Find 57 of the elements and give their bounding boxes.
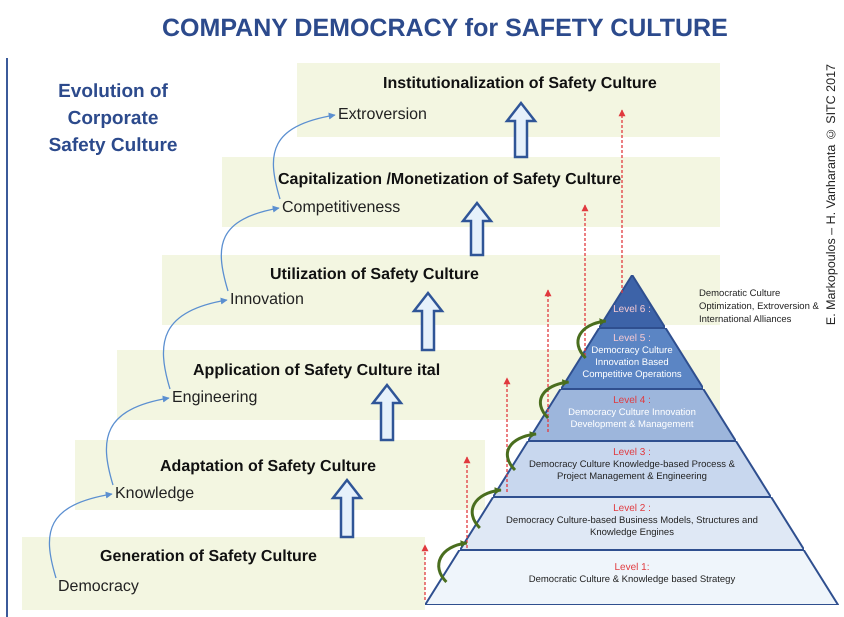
curved-arrow	[470, 488, 502, 529]
curved-arrow	[506, 432, 537, 471]
step-heading: Application of Safety Culture ital	[193, 362, 440, 380]
stage-label: Innovation	[230, 291, 304, 309]
stage-label: Knowledge	[115, 485, 194, 503]
step-heading: Generation of Safety Culture	[100, 548, 317, 566]
level-label: Level 1:	[613, 562, 650, 574]
stage-label: Democracy	[58, 578, 139, 596]
credit-note: E. Markopoulos – H. Vanharanta © SITC 2017	[824, 64, 838, 326]
level-label: Level 5 :	[612, 333, 652, 345]
level-description: Democracy Culture-based Business Models, Structures and Knowledge Engines	[505, 515, 759, 539]
dashed-arrow	[544, 289, 552, 432]
curved-arrow	[272, 112, 336, 200]
block-arrow	[411, 290, 445, 352]
curved-arrow	[220, 206, 280, 292]
level-description: Democracy Culture Innovation Based Competitive Operations	[581, 345, 683, 381]
level-description: Democracy Culture Knowledge-based Process & Project Management & Engineering	[528, 459, 736, 483]
stage-label: Competitiveness	[282, 199, 400, 217]
curved-arrow	[48, 492, 113, 578]
step-band	[75, 440, 485, 510]
level-label: Level 3 :	[612, 447, 652, 459]
level-description: Democratic Culture & Knowledge based Strategy	[528, 574, 736, 586]
step-heading: Adaptation of Safety Culture	[160, 458, 376, 476]
pyramid-level	[528, 389, 736, 441]
block-arrow	[504, 100, 538, 158]
diagram-title: COMPANY DEMOCRACY for SAFETY CULTURE	[162, 14, 728, 43]
pyramid-level	[460, 497, 804, 550]
level-caption: Democratic Culture Optimization, Extroversion & International Alliances	[699, 287, 820, 326]
level-description: Democracy Culture Innovation Development & Management	[567, 407, 697, 431]
step-heading: Capitalization /Monetization of Safety Culture	[278, 171, 622, 189]
curved-arrow	[162, 298, 228, 390]
block-arrow	[370, 382, 404, 442]
step-band	[22, 537, 425, 610]
dashed-arrow	[504, 377, 510, 492]
stage-label: Extroversion	[338, 106, 427, 124]
level-label: Level 4 :	[612, 395, 652, 407]
pyramid-level	[425, 550, 839, 605]
step-heading: Institutionalization of Safety Culture	[383, 75, 657, 93]
step-heading: Utilization of Safety Culture	[270, 266, 479, 284]
stage-label: Engineering	[172, 389, 258, 407]
step-band	[222, 157, 720, 227]
level-label: Level 2 :	[612, 503, 652, 515]
block-arrow	[330, 478, 364, 538]
curved-arrow	[437, 540, 468, 583]
pyramid-level	[493, 441, 771, 497]
dashed-arrow	[582, 204, 588, 356]
curved-arrow	[538, 380, 570, 419]
pyramid-level	[560, 328, 704, 389]
side-heading: Evolution of Corporate Safety Culture	[48, 80, 178, 158]
dashed-arrow	[422, 544, 428, 600]
curved-arrow	[106, 396, 170, 486]
step-band	[297, 63, 720, 137]
dashed-arrow	[618, 109, 626, 293]
curved-arrow	[576, 318, 606, 359]
dashed-arrow	[464, 456, 470, 548]
level-label: Level 6 :	[612, 304, 652, 316]
block-arrow	[460, 200, 494, 256]
